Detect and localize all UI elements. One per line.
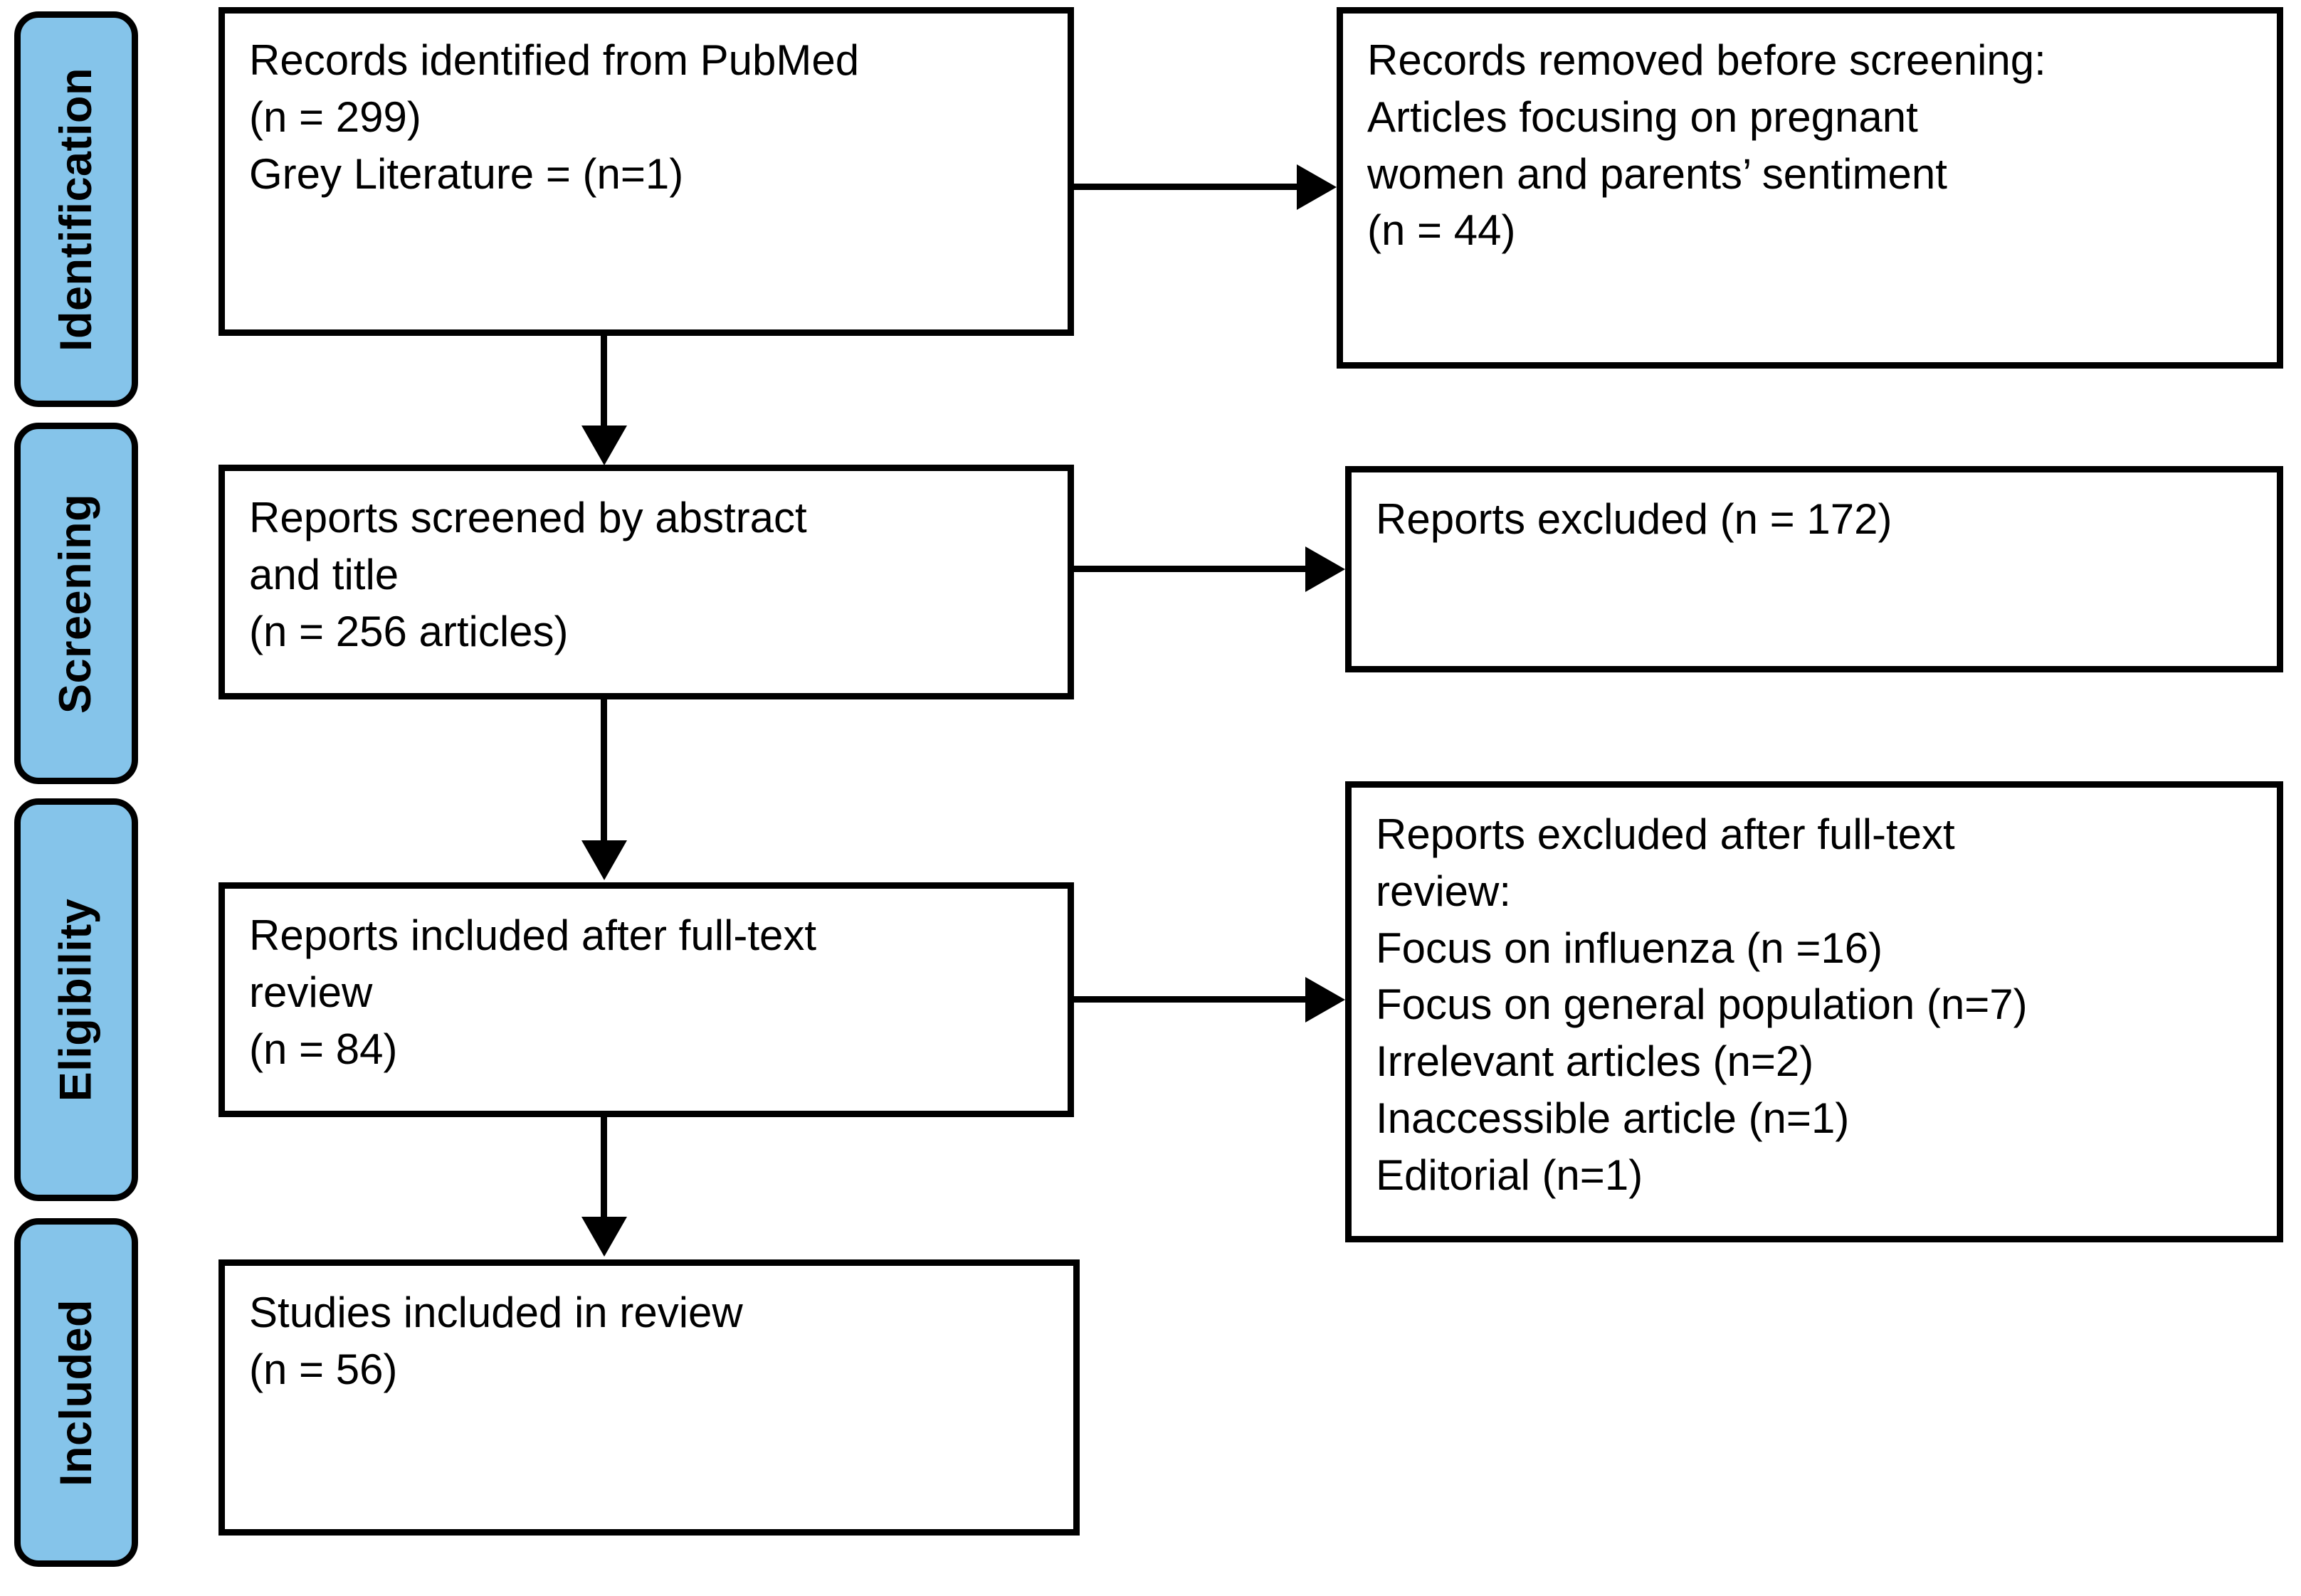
stage-label-eligibility: Eligibility	[51, 898, 101, 1101]
records-removed-line-3: women and parents’ sentiment	[1367, 149, 1947, 198]
studies-included-line-1: Studies included in review	[249, 1289, 743, 1336]
connector-fulltext-to-excluded-arrow	[1305, 977, 1345, 1022]
connector-screened-to-excluded-line	[1074, 566, 1305, 572]
box-reports-excluded-full-text: Reports excluded after full-text review:…	[1345, 781, 2283, 1242]
box-reports-included-full-text-text: Reports included after full-text review …	[249, 907, 1046, 1077]
box-reports-screened-text: Reports screened by abstract and title (…	[249, 490, 1046, 660]
excluded-reason-inaccessible-article: Inaccessible article (n=1)	[1376, 1094, 1850, 1142]
box-records-identified-text: Records identified from PubMed (n = 299)…	[249, 32, 1046, 202]
records-removed-line-2: Articles focusing on pregnant	[1367, 93, 1918, 141]
excluded-reason-influenza: Focus on influenza (n =16)	[1376, 924, 1883, 972]
stage-pill-identification: Identification	[14, 11, 138, 407]
full-text-included-line-3: (n = 84)	[249, 1025, 398, 1073]
excluded-reason-irrelevant-articles: Irrelevant articles (n=2)	[1376, 1037, 1814, 1086]
connector-screened-to-excluded-arrow	[1305, 546, 1345, 592]
stage-pill-included: Included	[14, 1218, 138, 1567]
records-identified-line-2: (n = 299)	[249, 93, 421, 141]
records-removed-line-1: Records removed before screening:	[1367, 32, 2255, 89]
excluded-reason-editorial: Editorial (n=1)	[1376, 1151, 1643, 1199]
box-reports-included-full-text: Reports included after full-text review …	[218, 882, 1074, 1117]
box-records-removed-before-screening: Records removed before screening: Articl…	[1337, 7, 2283, 369]
stage-pill-eligibility: Eligibility	[14, 798, 138, 1201]
box-reports-screened: Reports screened by abstract and title (…	[218, 465, 1074, 699]
box-studies-included-text: Studies included in review (n = 56)	[249, 1284, 1052, 1398]
records-removed-line-4: (n = 44)	[1367, 206, 1516, 255]
connector-screened-to-fulltext-arrow	[581, 840, 627, 880]
connector-identified-to-removed-arrow	[1297, 164, 1337, 210]
stage-label-screening: Screening	[51, 493, 101, 714]
records-removed-line-1-prefix: Records removed	[1367, 36, 1717, 84]
box-studies-included: Studies included in review (n = 56)	[218, 1259, 1080, 1536]
records-removed-line-1-italic: before screening	[1716, 36, 2035, 84]
excluded-full-text-line-1: Reports excluded after full-text	[1376, 810, 1955, 858]
records-removed-line-1-suffix: :	[2034, 36, 2046, 84]
excluded-full-text-line-2: review:	[1376, 867, 1512, 915]
box-records-identified: Records identified from PubMed (n = 299)…	[218, 7, 1074, 336]
box-reports-excluded-screening-text: Reports excluded (n = 172)	[1376, 491, 2255, 548]
reports-excluded-screening-line-1: Reports excluded (n = 172)	[1376, 495, 1892, 543]
connector-fulltext-to-studies-arrow	[581, 1217, 627, 1257]
records-identified-line-3: Grey Literature = (n=1)	[249, 149, 684, 198]
box-reports-excluded-screening: Reports excluded (n = 172)	[1345, 466, 2283, 672]
connector-identified-to-removed-line	[1074, 184, 1297, 190]
connector-fulltext-to-studies-line	[601, 1117, 607, 1217]
stage-label-included: Included	[51, 1299, 101, 1486]
connector-screened-to-fulltext-line	[601, 699, 607, 840]
stage-pill-screening: Screening	[14, 423, 138, 784]
connector-identified-to-screened-line	[601, 336, 607, 427]
box-reports-excluded-full-text-text: Reports excluded after full-text review:…	[1376, 806, 2255, 1204]
full-text-included-line-1: Reports included after full-text	[249, 911, 817, 959]
full-text-included-line-2: review	[249, 968, 373, 1016]
connector-identified-to-screened-arrow	[581, 426, 627, 465]
records-identified-line-1: Records identified from PubMed	[249, 36, 860, 84]
connector-fulltext-to-excluded-line	[1074, 996, 1305, 1003]
stage-label-identification: Identification	[51, 67, 101, 352]
reports-screened-line-3: (n = 256 articles)	[249, 607, 569, 655]
reports-screened-line-2: and title	[249, 550, 399, 598]
studies-included-line-2: (n = 56)	[249, 1345, 398, 1393]
excluded-reason-general-population: Focus on general population (n=7)	[1376, 981, 2028, 1029]
box-records-removed-text: Records removed before screening: Articl…	[1367, 32, 2255, 259]
reports-screened-line-1: Reports screened by abstract	[249, 494, 807, 541]
